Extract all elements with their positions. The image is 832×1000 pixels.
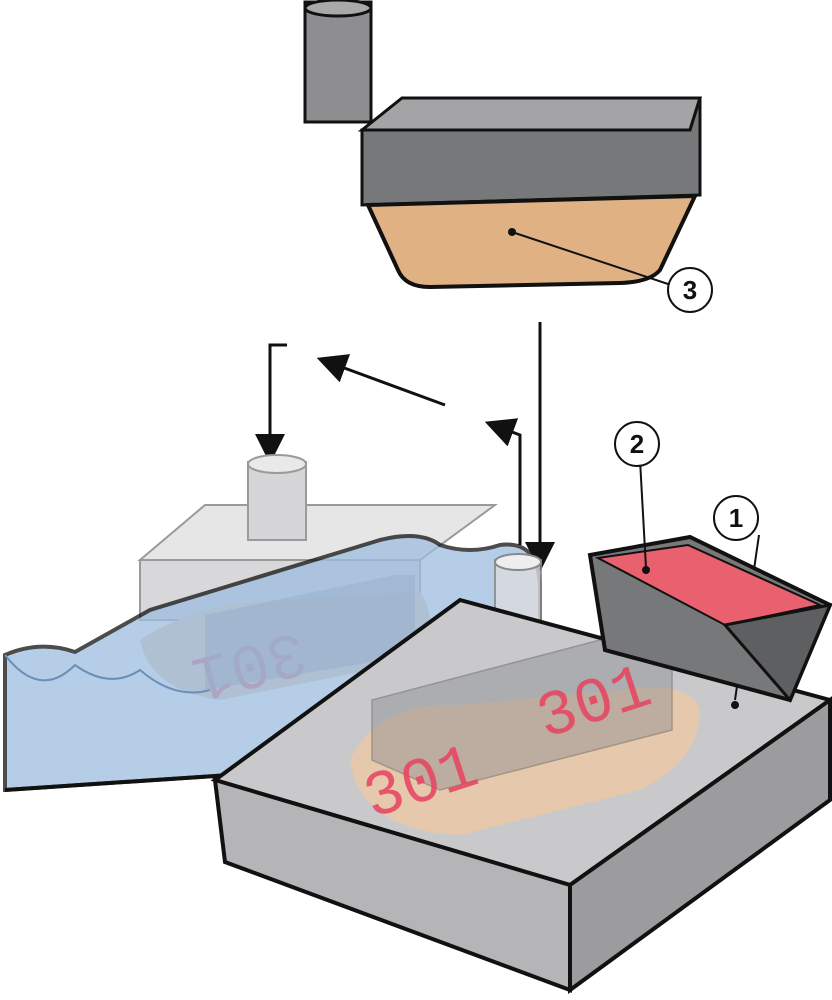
flow-arrows (255, 322, 555, 572)
callout-2-dot (642, 566, 650, 574)
callout-2-leader (639, 459, 647, 569)
callout-1-label: 1 (729, 503, 743, 533)
press-block-front (360, 97, 702, 207)
callout-3: 3 (667, 267, 713, 313)
press-shaft (303, 0, 373, 124)
arrow-left-down (255, 343, 287, 464)
hopper (587, 459, 832, 703)
callout-3-label: 3 (683, 275, 697, 305)
callout-1-dot (731, 701, 739, 709)
callout-1: 1 (713, 495, 759, 541)
callout-3-leader (511, 231, 669, 285)
callout-3-dot (508, 228, 516, 236)
press-sand-pad (364, 193, 699, 290)
press-block-top (357, 96, 703, 132)
arrow-transfer-left (316, 354, 446, 407)
callout-2: 2 (614, 421, 660, 467)
arrow-right-up (484, 418, 522, 545)
callout-2-label: 2 (630, 429, 644, 459)
press-head (303, 0, 703, 290)
press-shaft-top (303, 0, 373, 18)
